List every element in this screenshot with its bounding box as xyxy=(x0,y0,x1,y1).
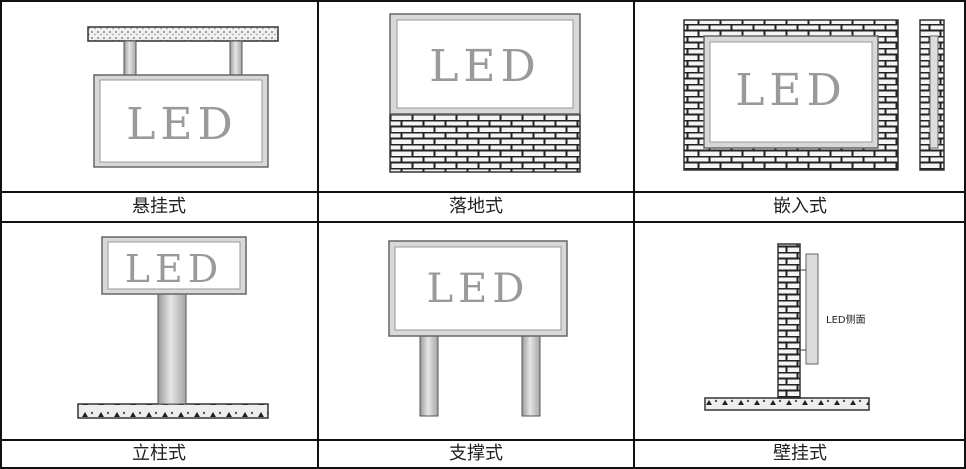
led-text: LED xyxy=(427,266,530,312)
led-text: LED xyxy=(735,65,847,116)
panel-hanging: LED xyxy=(87,26,279,168)
panel-floor-standing: LED xyxy=(389,13,581,173)
caption-hanging: 悬挂式 xyxy=(132,196,186,217)
led-text: LED xyxy=(429,41,541,92)
caption-pillar: 立柱式 xyxy=(132,443,186,464)
caption-floor-standing: 落地式 xyxy=(449,196,503,217)
caption-support: 支撑式 xyxy=(449,443,503,464)
panel-wall-mounted: LED侧面 xyxy=(704,243,870,411)
panel-pillar: LED xyxy=(77,236,269,419)
led-text: LED xyxy=(126,99,238,150)
led-text: LED xyxy=(125,247,223,291)
panel-support: LED xyxy=(388,240,568,417)
caption-wall-mounted: 壁挂式 xyxy=(773,443,827,464)
led-side-label: LED侧面 xyxy=(826,313,866,326)
panel-embedded: LED xyxy=(683,19,945,171)
caption-embedded: 嵌入式 xyxy=(773,196,827,217)
